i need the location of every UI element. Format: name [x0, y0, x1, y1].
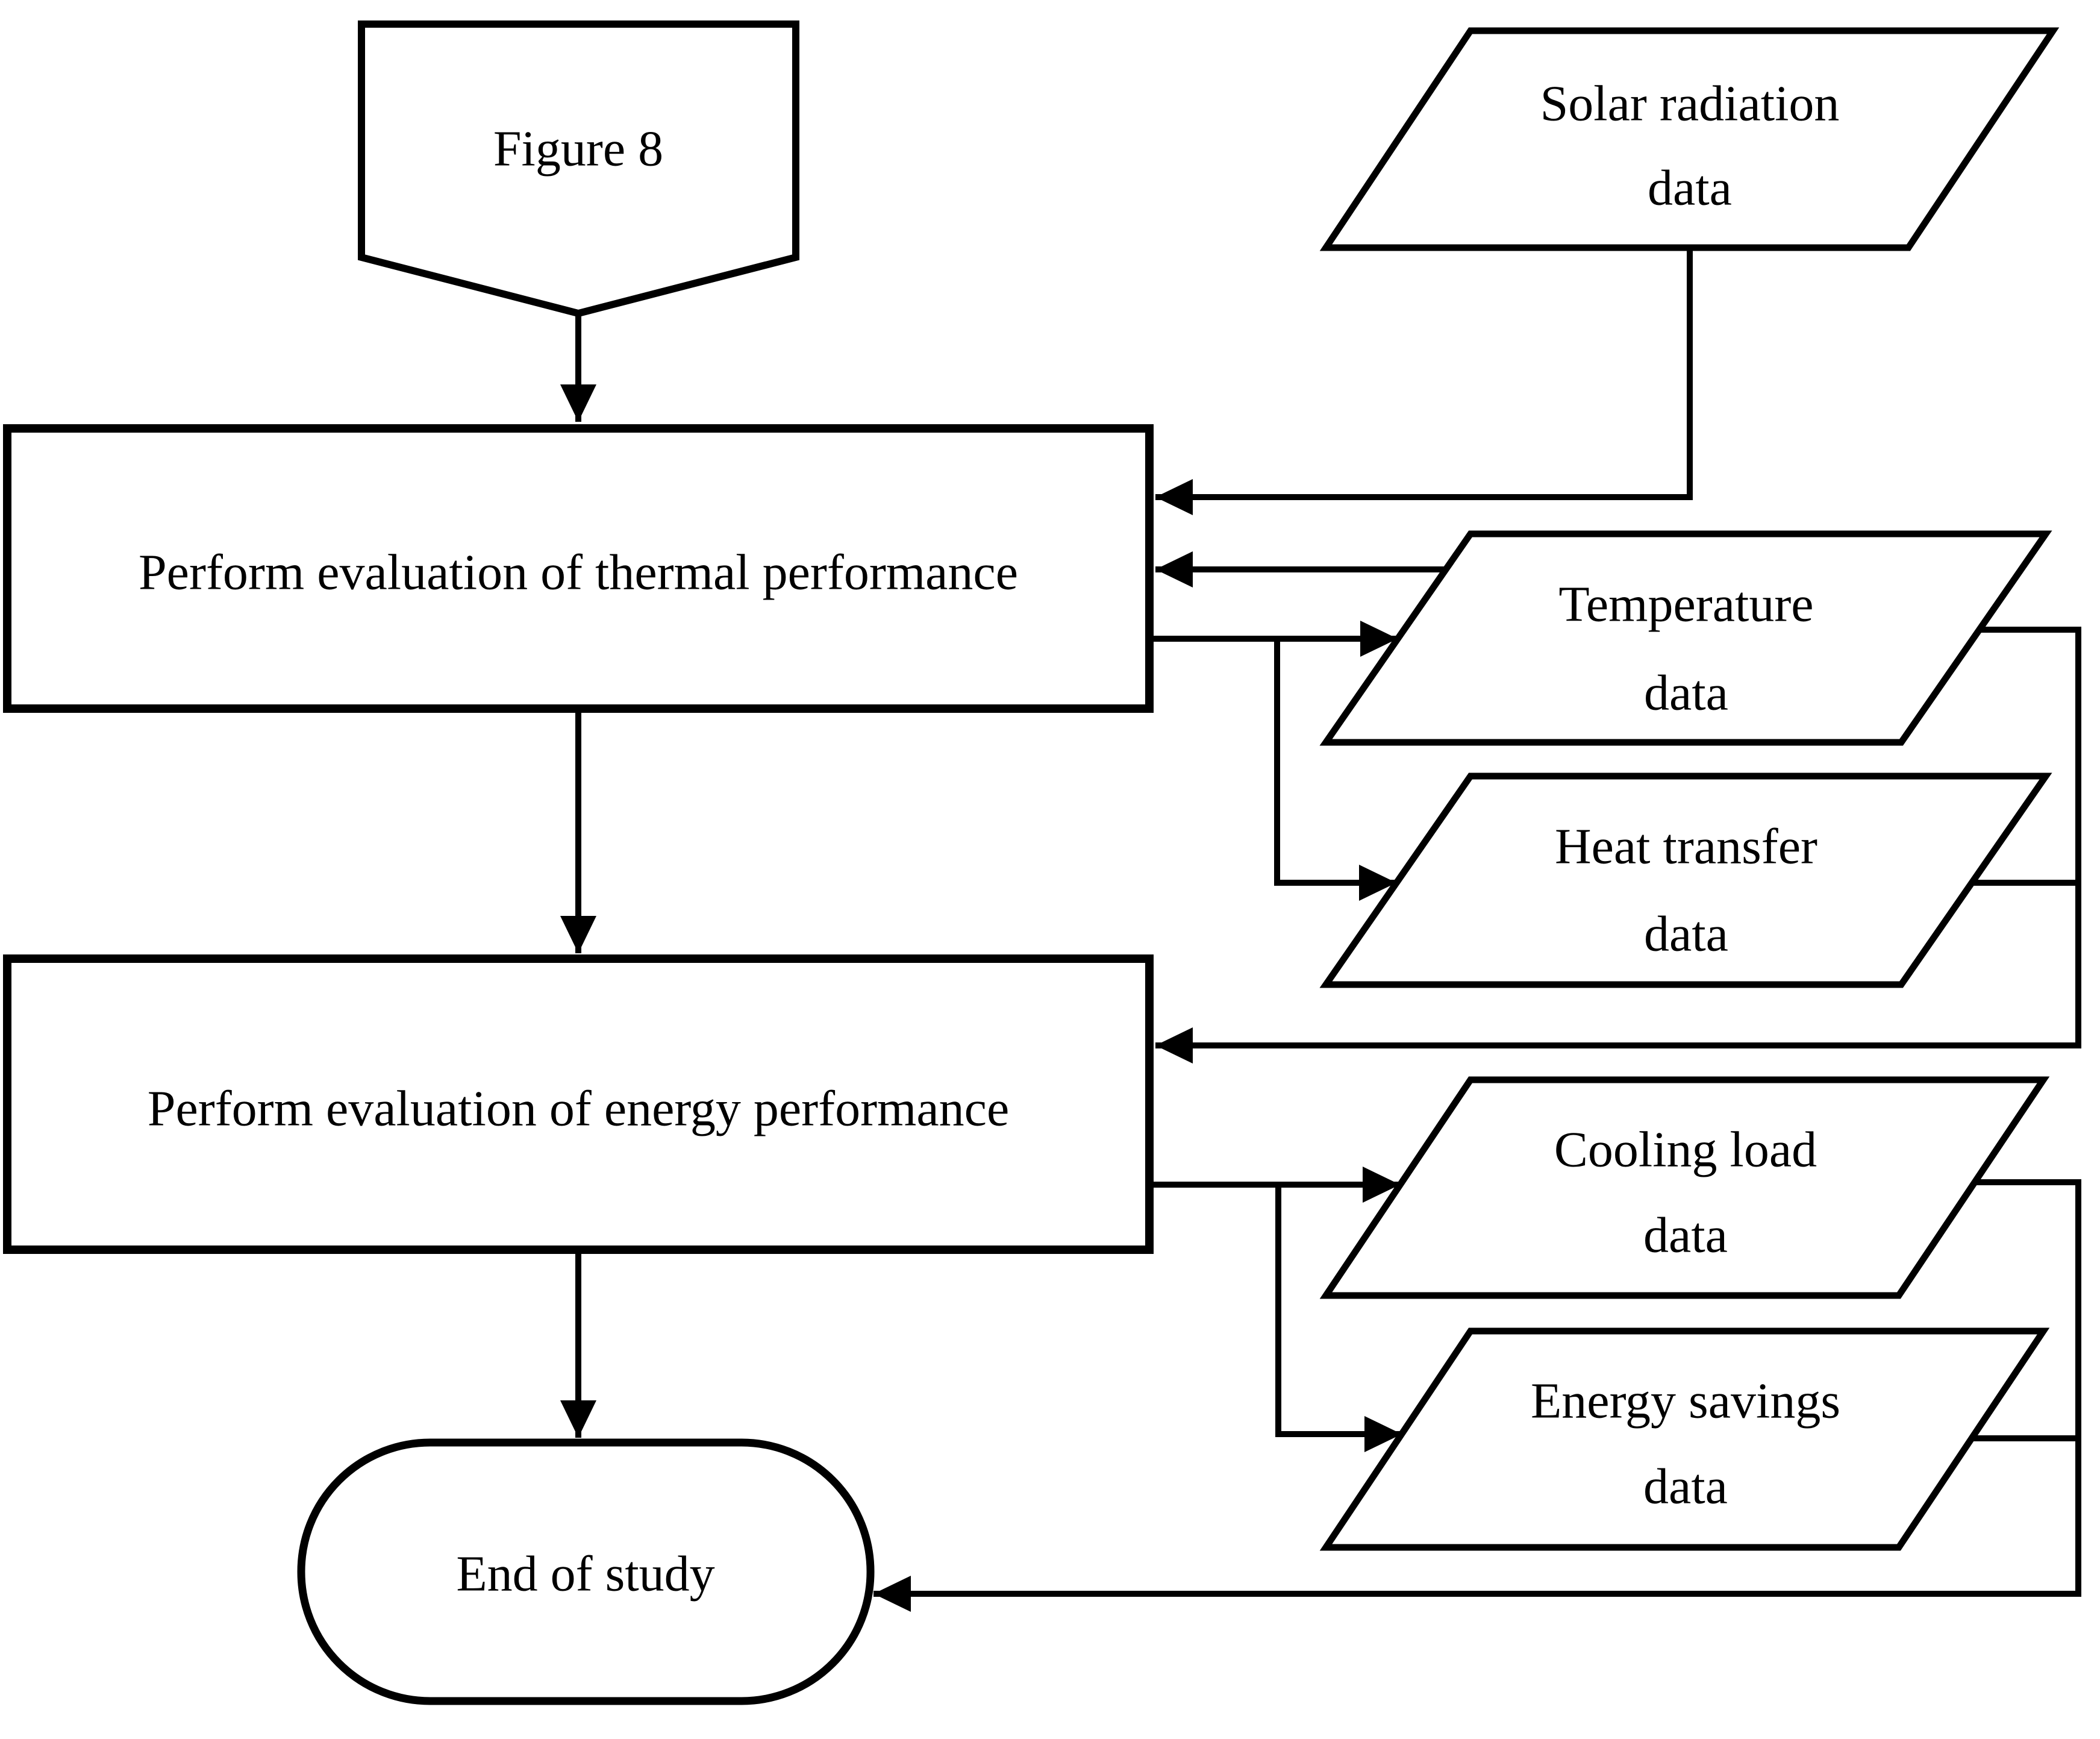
thermal-process-label: Perform evaluation of thermal performanc… — [139, 545, 1018, 601]
heat-transfer-data-label-line1: Heat transfer — [1555, 819, 1817, 875]
off-page-reference-shape — [358, 20, 799, 318]
edges — [560, 248, 2081, 1612]
end-terminator-label: End of study — [456, 1546, 714, 1602]
solar-data-label-line2: data — [1648, 160, 1732, 216]
energy-process-label: Perform evaluation of energy performance — [148, 1081, 1010, 1137]
node-temperature-data: Temperature data — [1319, 530, 2052, 746]
solar-data-parallelogram — [1319, 27, 2060, 251]
node-energy-savings-data: Energy savings data — [1319, 1327, 2050, 1551]
temperature-data-parallelogram — [1319, 530, 2052, 746]
node-heat-transfer-data: Heat transfer data — [1319, 772, 2052, 988]
energy-process-rectangle — [3, 954, 1154, 1254]
thermal-process-rectangle — [3, 424, 1154, 713]
cooling-load-data-parallelogram — [1319, 1076, 2050, 1299]
solar-data-label-line1: Solar radiation — [1540, 76, 1840, 132]
node-energy-process: Perform evaluation of energy performance — [3, 954, 1154, 1254]
figure-ref-label: Figure 8 — [493, 121, 663, 177]
energy-savings-data-label-line1: Energy savings — [1531, 1373, 1840, 1429]
temperature-data-label-line1: Temperature — [1558, 577, 1813, 633]
energy-savings-data-label-line2: data — [1643, 1459, 1728, 1515]
heat-transfer-data-label-line2: data — [1644, 906, 1728, 962]
node-solar-radiation-data: Solar radiation data — [1319, 27, 2060, 251]
energy-savings-data-parallelogram — [1319, 1327, 2050, 1551]
edge-thermal-to-heat-transfer-data — [1274, 639, 1396, 901]
edge-energy-to-energy-savings-data — [1275, 1185, 1402, 1452]
cooling-load-data-label-line1: Cooling load — [1554, 1122, 1817, 1178]
node-cooling-load-data: Cooling load data — [1319, 1076, 2050, 1299]
node-figure-ref: Figure 8 — [358, 20, 799, 318]
temperature-data-label-line2: data — [1644, 665, 1728, 721]
edge-cooling-load-data-to-end — [873, 1179, 2081, 1612]
edge-solar-data-to-thermal — [1155, 248, 1693, 515]
node-end-of-study: End of study — [297, 1438, 875, 1705]
end-terminator-stadium — [297, 1438, 875, 1705]
edge-temperature-data-to-energy — [1155, 627, 2081, 1064]
node-thermal-process: Perform evaluation of thermal performanc… — [3, 424, 1154, 713]
cooling-load-data-label-line2: data — [1643, 1208, 1728, 1264]
heat-transfer-data-parallelogram — [1319, 772, 2052, 988]
